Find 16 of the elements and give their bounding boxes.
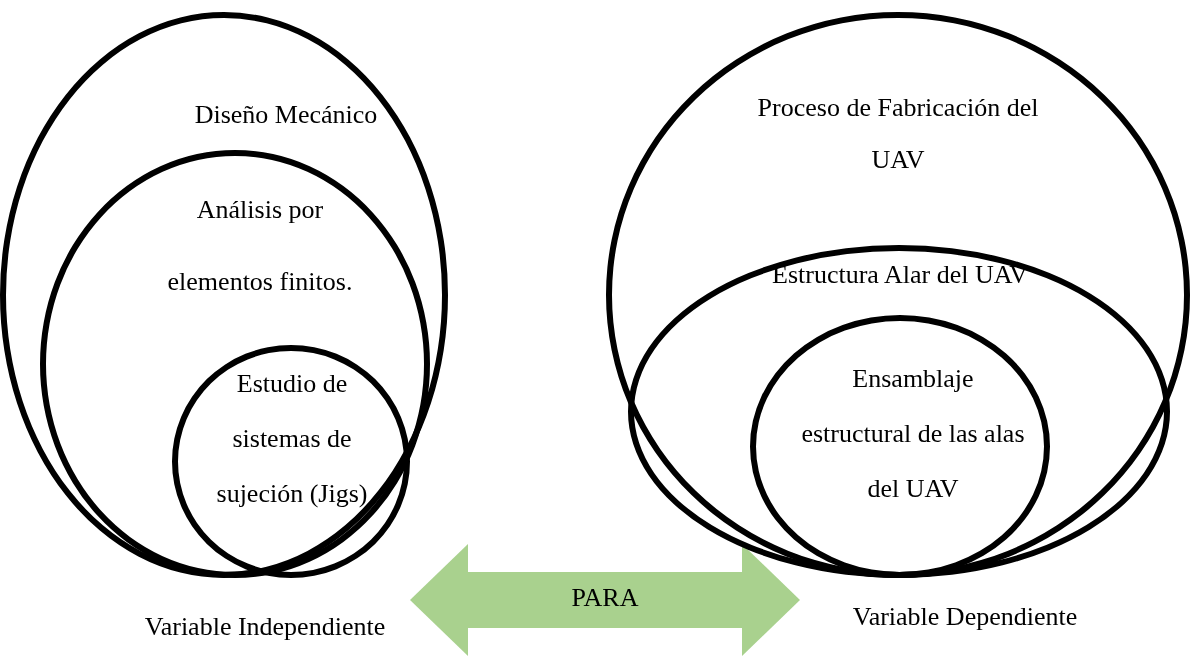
inner-circle	[750, 315, 1050, 578]
node-label: Variable Dependiente	[851, 602, 1079, 632]
circle-label: Diseño Mecánico	[193, 99, 379, 131]
middle-circle	[628, 245, 1170, 578]
circle-label: Estudio de sistemas de sujeción (Jigs)	[215, 368, 369, 510]
node-label: Variable Independiente	[143, 612, 387, 642]
circle-label: Análisis por elementos finitos.	[166, 194, 354, 298]
middle-circle	[40, 150, 430, 578]
outer-circle	[606, 12, 1190, 578]
double-arrow	[410, 544, 800, 656]
circle-label: Estructura Alar del UAV	[771, 259, 1029, 291]
inner-circle	[172, 345, 410, 578]
outer-circle	[0, 12, 448, 578]
circle-label: Ensamblaje estructural de las alas del UAV	[800, 363, 1026, 505]
edge-label: PARA	[570, 583, 640, 613]
circle-label: Proceso de Fabricación del UAV	[756, 92, 1040, 176]
